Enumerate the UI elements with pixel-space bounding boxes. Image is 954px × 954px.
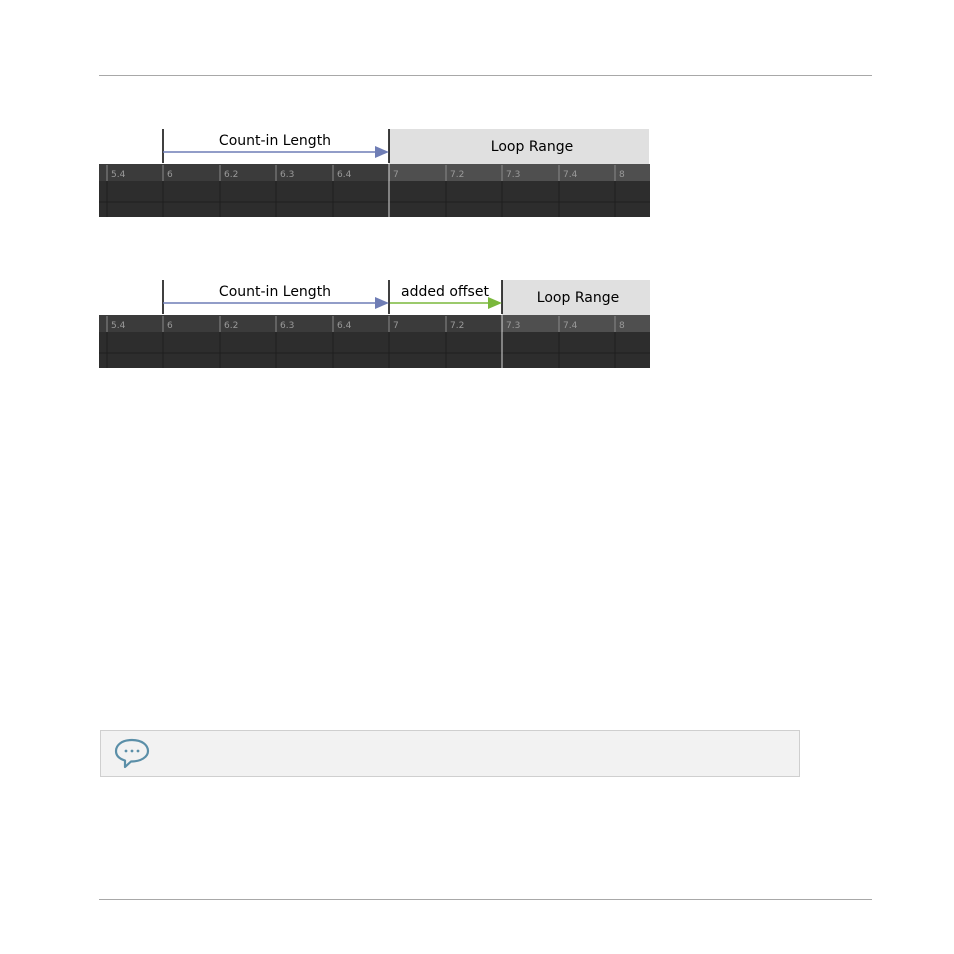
offset-arrowhead [488, 297, 502, 309]
ruler-label: 6.4 [337, 321, 352, 331]
footer-rule [99, 899, 872, 900]
ruler-label: 5.4 [111, 170, 126, 180]
ruler-label: 7.2 [450, 170, 464, 180]
ruler-label: 7.3 [506, 170, 520, 180]
ruler-label: 7.3 [506, 321, 520, 331]
ruler-label: 7 [393, 321, 399, 331]
ruler-label: 8 [619, 321, 625, 331]
ruler-ticks: 5.4 6 6.2 6.3 6.4 7 7.2 7.3 7.4 8 [106, 316, 625, 332]
ruler-label: 6.3 [280, 170, 294, 180]
timeline-diagram: Loop Range Count-in Length 5.4 6 6.2 6.3 6.4… [99, 129, 650, 217]
count-in-arrowhead [375, 297, 389, 309]
header-rule [99, 75, 872, 76]
loop-range-region [502, 280, 650, 315]
count-in-label: Count-in Length [219, 284, 331, 300]
ruler-bar-loop [389, 164, 650, 181]
timeline-figure-offset: Loop Range Count-in Length added offset … [99, 278, 650, 368]
ruler-label: 6.4 [337, 170, 352, 180]
ruler-bar-loop [502, 315, 650, 332]
count-in-arrowhead [375, 146, 389, 158]
ruler-label: 7 [393, 170, 399, 180]
ruler-label: 6.3 [280, 321, 294, 331]
ruler-ticks: 5.4 6 6.2 6.3 6.4 7 7.2 7.3 7.4 8 [106, 165, 625, 181]
timeline-figure-count-in: Loop Range Count-in Length 5.4 6 6.2 6.3 6.4… [99, 127, 650, 217]
speech-bubble-icon [114, 738, 150, 769]
ruler-label: 7.4 [563, 321, 578, 331]
ruler-label: 5.4 [111, 321, 126, 331]
loop-range-region [389, 129, 649, 164]
track-area [99, 332, 650, 368]
ruler-label: 7.2 [450, 321, 464, 331]
ruler-label: 6.2 [224, 170, 238, 180]
note-box [100, 730, 800, 777]
ruler-label: 6 [167, 321, 173, 331]
loop-range-label: Loop Range [491, 139, 573, 155]
track-area [99, 181, 650, 217]
count-in-label: Count-in Length [219, 133, 331, 149]
timeline-diagram: Loop Range Count-in Length added offset … [99, 280, 650, 368]
ruler-label: 6 [167, 170, 173, 180]
ruler-label: 6.2 [224, 321, 238, 331]
offset-label: added offset [401, 284, 489, 300]
loop-range-label: Loop Range [537, 290, 619, 306]
ruler-label: 7.4 [563, 170, 578, 180]
ruler-label: 8 [619, 170, 625, 180]
